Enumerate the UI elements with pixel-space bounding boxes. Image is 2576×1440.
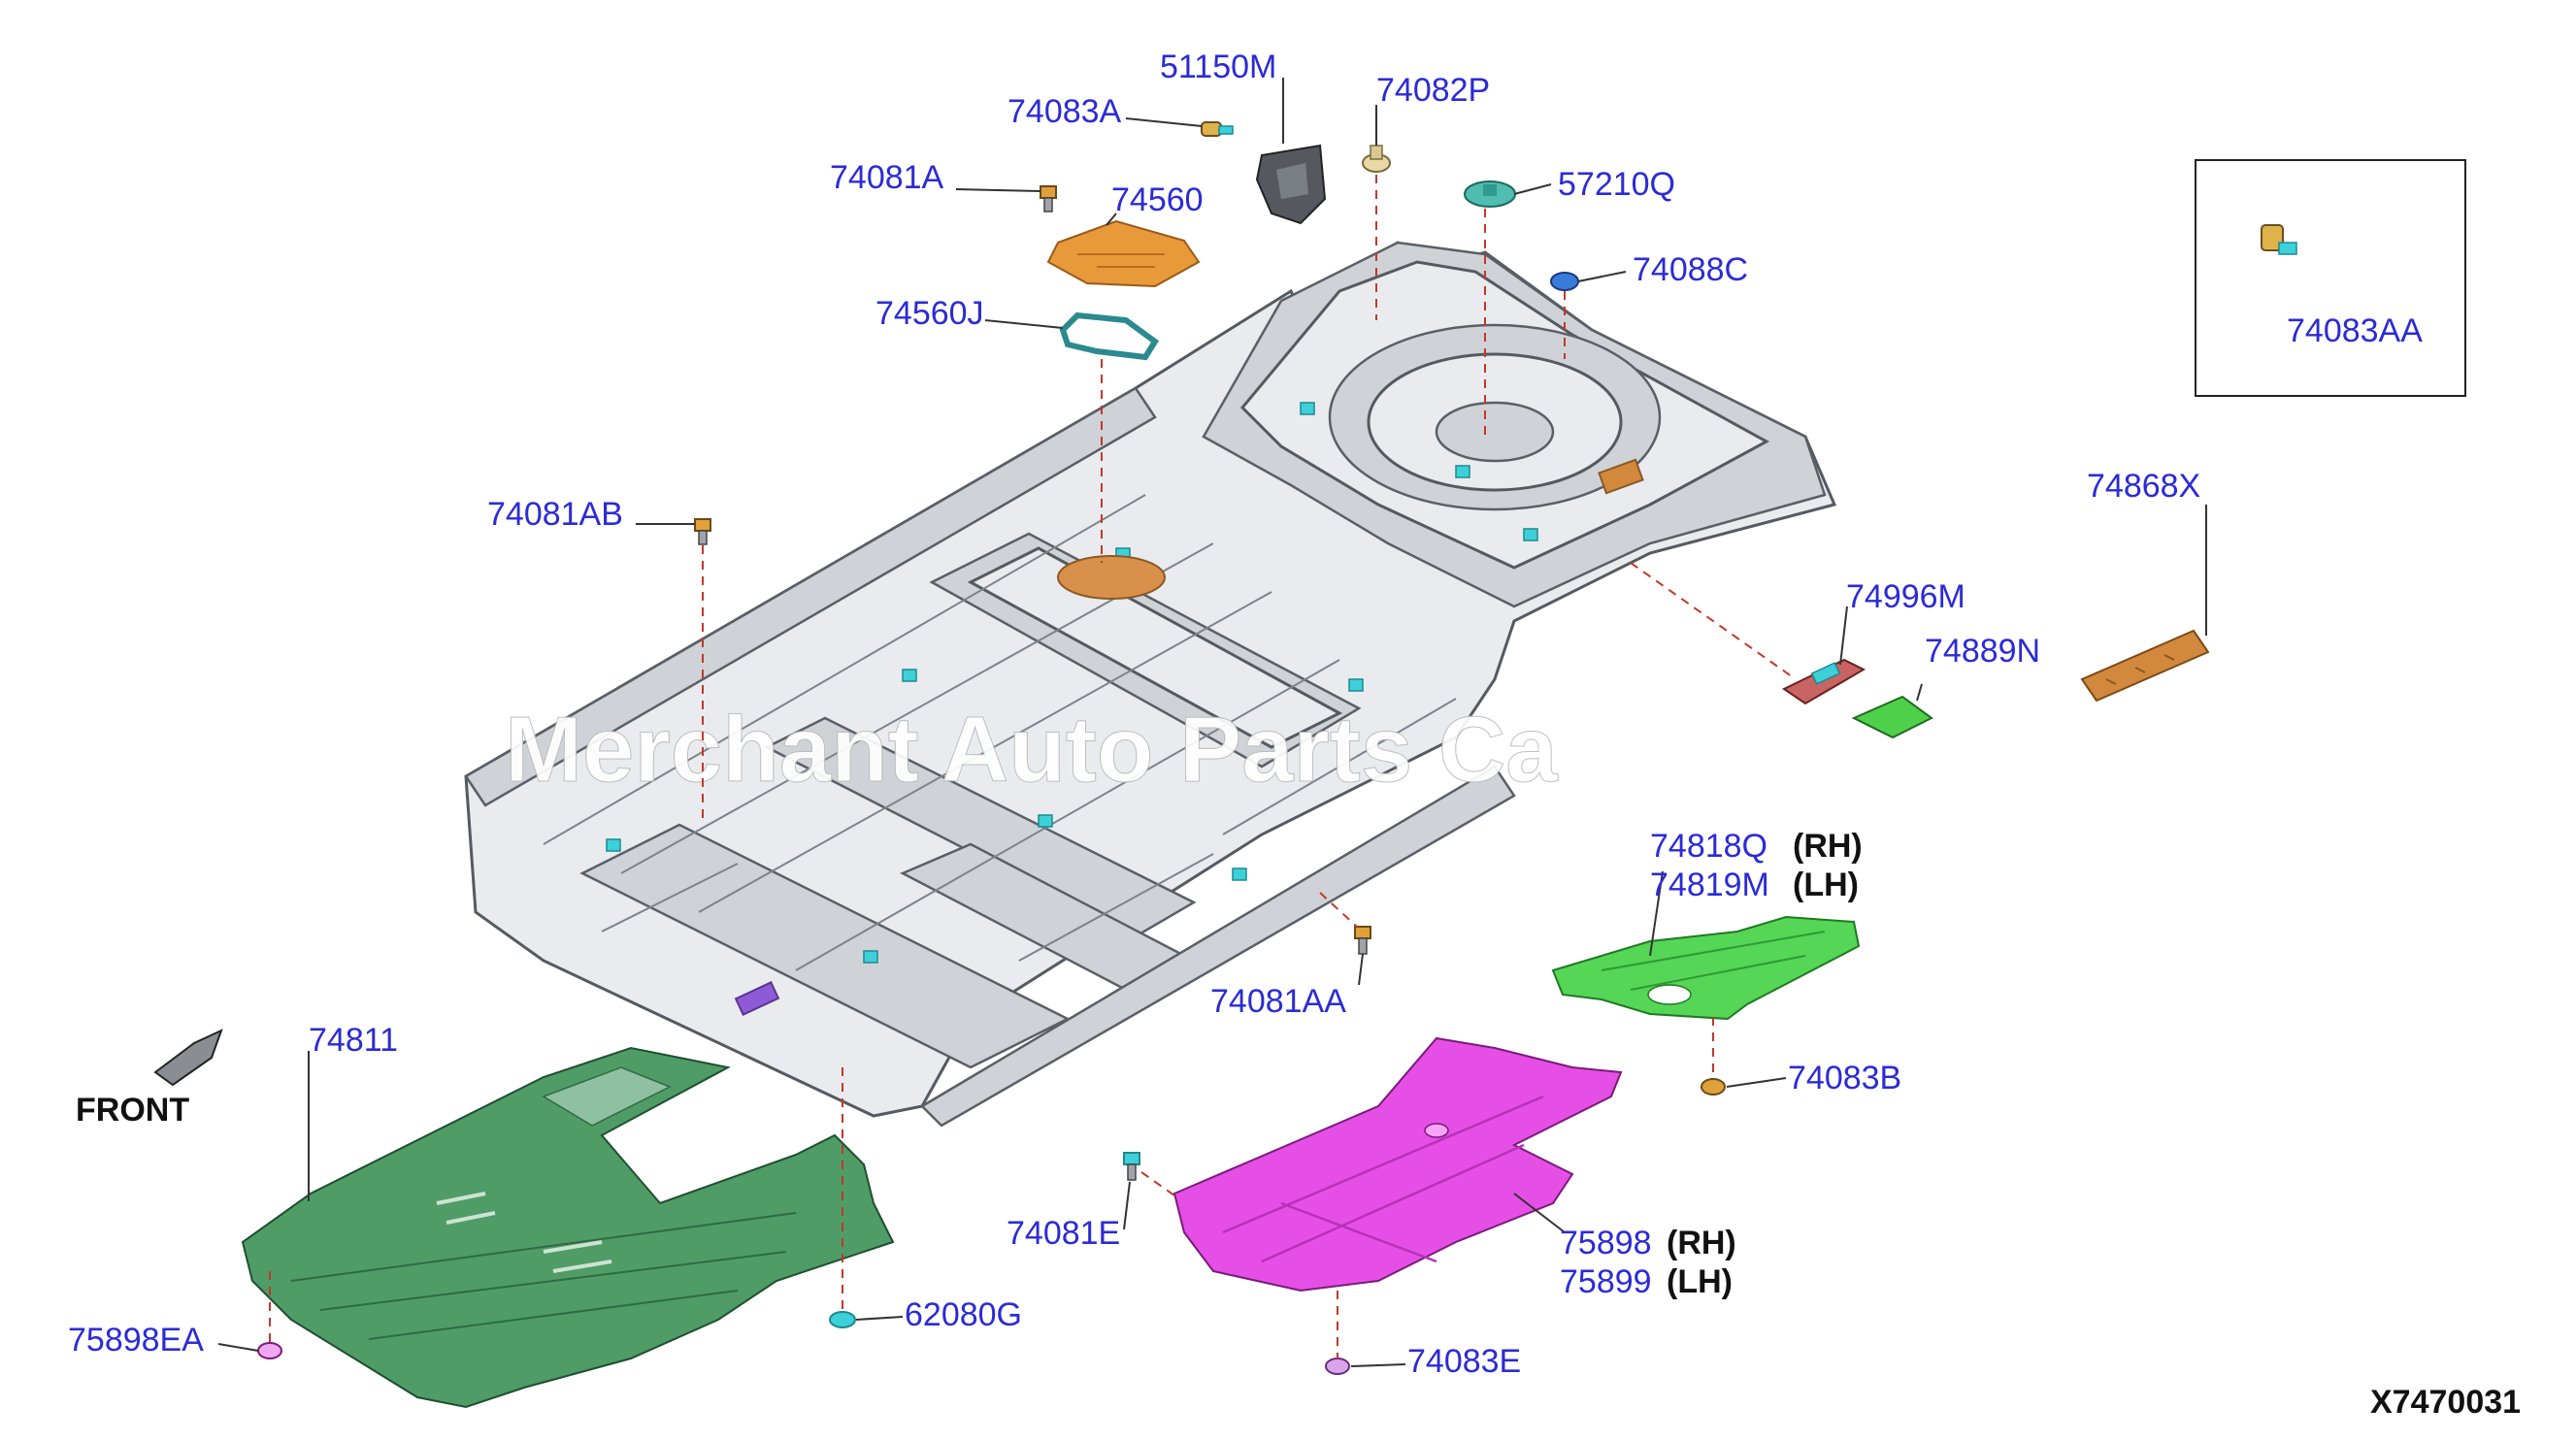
label-74082P[interactable]: 74082P bbox=[1376, 72, 1490, 109]
part-74811-front-cover bbox=[241, 1046, 895, 1409]
label-74819M-side: (LH) bbox=[1793, 867, 1859, 903]
label-75899[interactable]: 75899 bbox=[1560, 1263, 1652, 1300]
part-74082P-plug bbox=[1362, 145, 1391, 173]
label-62080G[interactable]: 62080G bbox=[905, 1296, 1022, 1333]
part-74083E-clip bbox=[1325, 1358, 1350, 1375]
part-57210Q-bracket bbox=[1464, 180, 1516, 208]
label-74083E[interactable]: 74083E bbox=[1407, 1343, 1521, 1380]
part-74081AA-bolt bbox=[1354, 926, 1371, 955]
label-75899-side: (LH) bbox=[1667, 1263, 1733, 1300]
front-arrow-icon bbox=[153, 1029, 223, 1087]
part-74081A-bolt bbox=[1040, 185, 1057, 213]
label-51150M[interactable]: 51150M bbox=[1160, 49, 1276, 85]
part-74818Q-74819M-mid-cover bbox=[1551, 915, 1861, 1021]
part-75898-75899-rear-cover bbox=[1172, 1036, 1623, 1293]
detail-inset-box bbox=[2195, 159, 2466, 397]
watermark: Merchant Auto Parts Ca bbox=[505, 698, 1558, 802]
label-74088C[interactable]: 74088C bbox=[1633, 251, 1748, 288]
label-74081AA[interactable]: 74081AA bbox=[1210, 983, 1346, 1020]
label-74081A[interactable]: 74081A bbox=[830, 159, 944, 196]
part-74081E-bolt bbox=[1123, 1152, 1140, 1181]
part-74560-insulator bbox=[1046, 219, 1201, 288]
part-74083A-clip bbox=[1201, 121, 1234, 137]
label-74560J[interactable]: 74560J bbox=[875, 295, 984, 332]
part-74996M-bracket bbox=[1782, 658, 1866, 705]
label-74818Q-side: (RH) bbox=[1793, 828, 1863, 865]
part-62080G-clip bbox=[829, 1311, 856, 1328]
label-75898EA[interactable]: 75898EA bbox=[68, 1322, 204, 1358]
part-74889N-clip bbox=[1851, 695, 1933, 739]
label-74083A[interactable]: 74083A bbox=[1007, 93, 1122, 130]
label-74811[interactable]: 74811 bbox=[309, 1022, 398, 1059]
label-74081AB[interactable]: 74081AB bbox=[487, 496, 623, 533]
label-75898[interactable]: 75898 bbox=[1560, 1225, 1652, 1261]
label-74560[interactable]: 74560 bbox=[1111, 181, 1204, 218]
floor-panel-assembly bbox=[464, 241, 1837, 1128]
part-74868X-pad bbox=[2080, 629, 2210, 703]
dashed-leader-lines bbox=[269, 175, 1797, 1358]
label-74818Q[interactable]: 74818Q bbox=[1650, 828, 1767, 865]
label-57210Q[interactable]: 57210Q bbox=[1558, 166, 1675, 203]
label-74996M[interactable]: 74996M bbox=[1846, 578, 1965, 615]
part-51150M-bracket bbox=[1255, 144, 1327, 225]
part-74088C-grommet bbox=[1550, 272, 1579, 291]
part-74081AB-bolt bbox=[694, 518, 711, 545]
part-74083B-clip bbox=[1701, 1078, 1726, 1096]
leader-lines bbox=[217, 78, 2207, 1367]
label-74083AA[interactable]: 74083AA bbox=[2287, 312, 2423, 349]
label-74868X[interactable]: 74868X bbox=[2087, 468, 2200, 505]
label-74889N[interactable]: 74889N bbox=[1925, 633, 2040, 670]
label-74083B[interactable]: 74083B bbox=[1788, 1060, 1901, 1096]
front-label: FRONT bbox=[76, 1092, 189, 1129]
label-74081E[interactable]: 74081E bbox=[1007, 1215, 1120, 1252]
part-74083AA-clip bbox=[2261, 224, 2297, 255]
part-75898EA-clip bbox=[257, 1342, 282, 1359]
label-75898-side: (RH) bbox=[1667, 1225, 1736, 1261]
diagram-id: X7470031 bbox=[2370, 1384, 2521, 1421]
part-74560J-grommet bbox=[1059, 311, 1160, 361]
label-74819M[interactable]: 74819M bbox=[1650, 867, 1769, 903]
